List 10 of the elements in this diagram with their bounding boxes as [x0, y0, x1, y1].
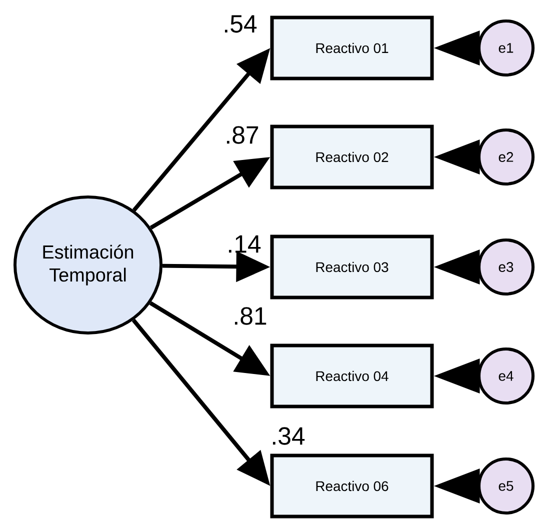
coefficient-label: .34 [272, 427, 305, 445]
indicator-box: Reactivo 02 [270, 124, 434, 190]
coefficient-label: .81 [234, 307, 266, 325]
coefficient-label: .54 [224, 15, 257, 33]
indicator-box: Reactivo 03 [270, 234, 434, 300]
indicator-box: Reactivo 04 [270, 344, 434, 408]
coefficient-label: .14 [228, 235, 261, 253]
coefficient-label: .87 [226, 126, 258, 144]
indicator-box: Reactivo 06 [270, 454, 434, 518]
indicator-box: Reactivo 01 [270, 16, 434, 80]
